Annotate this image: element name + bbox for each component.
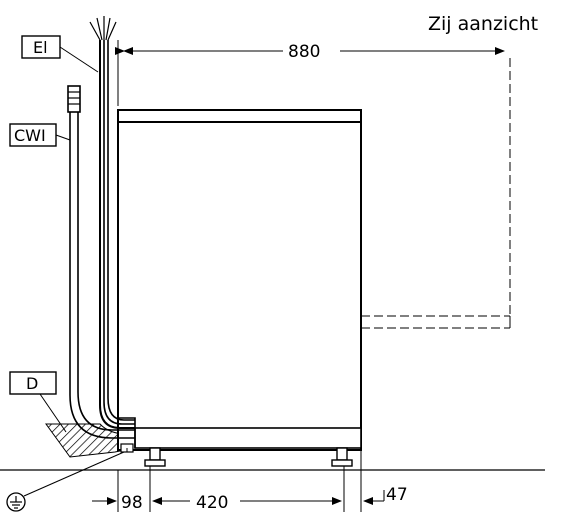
cold-water-inlet-hose	[67, 85, 135, 439]
ground-connection-fitting	[120, 443, 134, 453]
dimension-label-420: 420	[196, 493, 228, 513]
dimension-label-880: 880	[288, 42, 320, 62]
label-d: D	[9, 371, 67, 433]
electrical-cable	[89, 16, 135, 429]
view-title: Zij aanzicht	[428, 13, 538, 35]
dishwasher-body	[117, 109, 362, 451]
label-cwi-text: CWI	[14, 126, 46, 145]
dimension-bottom: 98 420 47	[92, 450, 408, 513]
dimension-label-98: 98	[121, 493, 143, 513]
label-el-text: El	[33, 38, 48, 57]
label-d-text: D	[26, 374, 38, 393]
machine-feet	[144, 447, 353, 467]
dimension-overall-depth: 880	[115, 40, 505, 106]
dimension-label-47: 47	[386, 485, 408, 505]
label-el: El	[21, 35, 99, 73]
open-door-outline	[361, 58, 511, 329]
ground-symbol-icon	[6, 451, 125, 512]
label-cwi: CWI	[9, 123, 71, 147]
